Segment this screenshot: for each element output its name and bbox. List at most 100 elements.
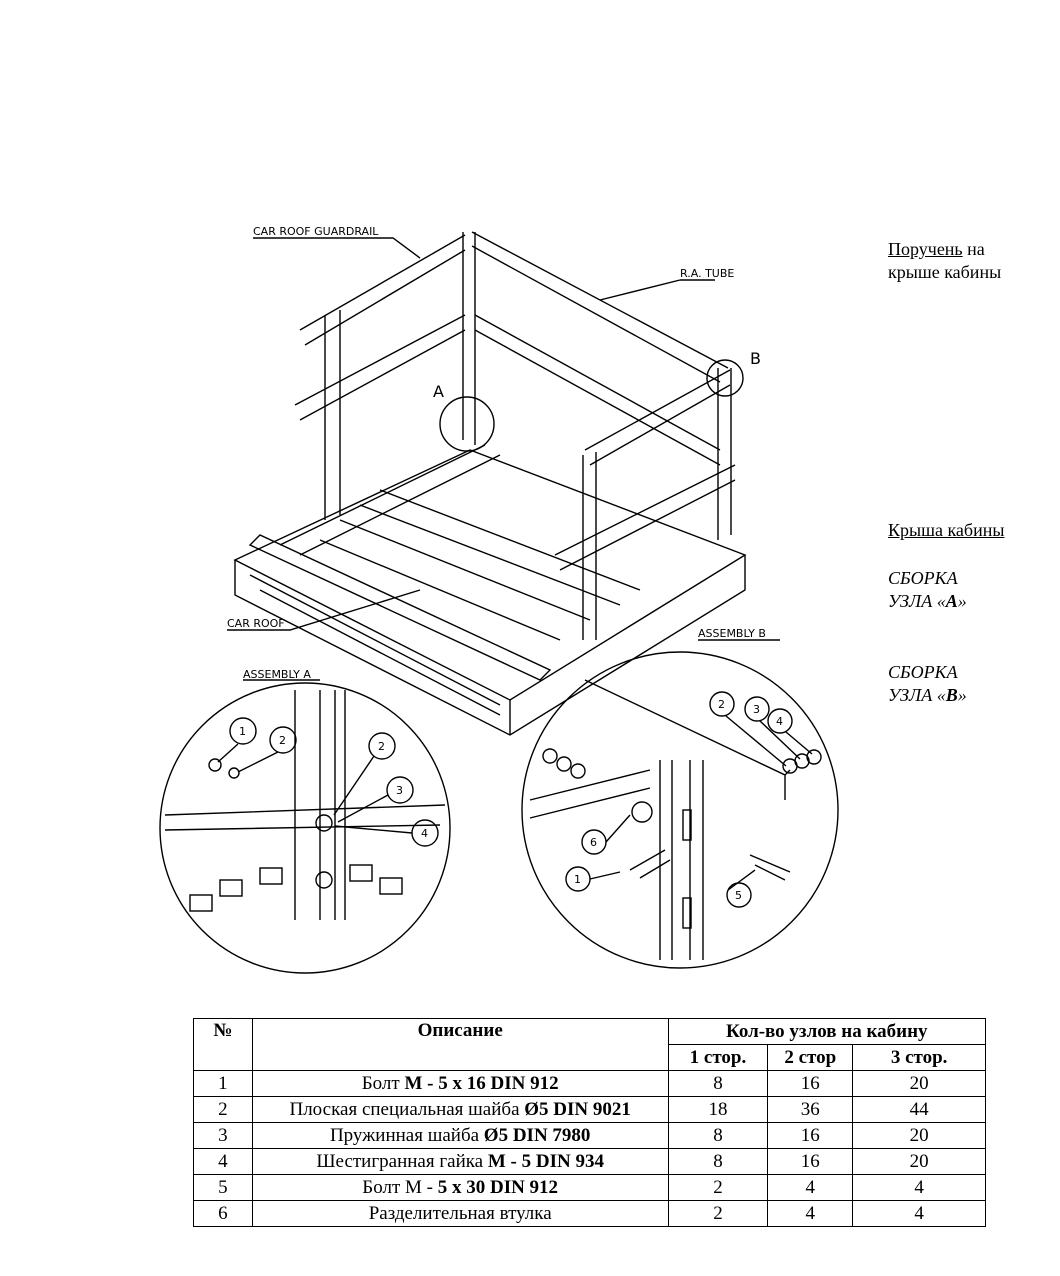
balloon-b-4: 4 xyxy=(776,715,783,728)
detail-circle-a xyxy=(439,396,495,452)
callout-assembly-a: СБОРКА УЗЛА «А» xyxy=(888,567,967,613)
balloon-b-1: 1 xyxy=(574,873,581,886)
row-desc-text: Болт М - xyxy=(362,1176,438,1198)
balloon-b-3: 3 xyxy=(753,703,760,716)
balloon-b-2: 2 xyxy=(718,698,725,711)
row-qty-3: 4 xyxy=(852,1200,986,1227)
row-qty-1: 8 xyxy=(667,1122,769,1149)
row-desc-bold: Ø5 DIN 9021 xyxy=(524,1098,631,1120)
row-num: 5 xyxy=(193,1174,253,1201)
row-desc-bold: 5 x 30 DIN 912 xyxy=(437,1176,559,1198)
row-qty-3: 44 xyxy=(852,1096,986,1123)
table-row: 4 Шестигранная гайка М - 5 DIN 934 8 16 … xyxy=(193,1148,986,1175)
row-num: 6 xyxy=(193,1200,253,1227)
callout-roof: Крыша кабины xyxy=(888,519,1004,542)
row-qty-2: 4 xyxy=(767,1200,854,1227)
label-detail-b: B xyxy=(750,349,761,368)
callout-assembly-b-end: » xyxy=(957,685,967,705)
table-row: 1 Болт М - 5 x 16 DIN 912 8 16 20 xyxy=(193,1070,986,1097)
balloon-a-2b: 2 xyxy=(378,740,385,753)
car-roof-platform xyxy=(233,449,747,701)
row-desc: Разделительная втулка xyxy=(251,1200,669,1227)
row-desc-bold: Ø5 DIN 7980 xyxy=(483,1124,591,1146)
row-qty-2: 4 xyxy=(767,1174,854,1201)
balloon-b-6: 6 xyxy=(590,836,597,849)
row-desc-text: Болт xyxy=(361,1072,405,1094)
header-desc: Описание xyxy=(251,1018,669,1071)
row-qty-1: 18 xyxy=(667,1096,769,1123)
row-qty-2: 16 xyxy=(767,1070,854,1097)
row-desc-text: Разделительная втулка xyxy=(368,1202,552,1224)
callout-assembly-b: СБОРКА УЗЛА «В» xyxy=(888,661,967,707)
callout-assembly-a-l2: УЗЛА « xyxy=(888,591,946,611)
header-qty: Кол-во узлов на кабину xyxy=(667,1018,987,1045)
balloon-a-2: 2 xyxy=(279,734,286,747)
row-desc: Плоская специальная шайба Ø5 DIN 9021 xyxy=(251,1096,669,1123)
row-desc: Болт М - 5 x 16 DIN 912 xyxy=(251,1070,669,1097)
parts-table: № Описание Кол-во узлов на кабину 1 стор… xyxy=(193,1018,987,1227)
balloon-a-4: 4 xyxy=(421,827,428,840)
row-qty-1: 8 xyxy=(667,1070,769,1097)
callout-handrail-rest1: на xyxy=(962,239,985,259)
guardrail-post-center xyxy=(462,232,476,445)
guardrail-post-left xyxy=(324,310,341,520)
header-side-3: 3 стор. xyxy=(852,1044,986,1071)
row-num: 3 xyxy=(193,1122,253,1149)
assembly-b-view xyxy=(521,651,839,969)
row-desc: Пружинная шайба Ø5 DIN 7980 xyxy=(251,1122,669,1149)
assembly-drawing: CAR ROOF GUARDRAIL R.A. TUBE CAR ROOF AS… xyxy=(159,225,839,974)
table-row: 2 Плоская специальная шайба Ø5 DIN 9021 … xyxy=(193,1096,986,1123)
label-detail-a: A xyxy=(433,382,444,401)
table-row: 5 Болт М - 5 x 30 DIN 912 2 4 4 xyxy=(193,1174,986,1201)
callout-assembly-b-letter: В xyxy=(945,685,958,705)
row-qty-3: 20 xyxy=(852,1070,986,1097)
row-qty-3: 4 xyxy=(852,1174,986,1201)
row-qty-1: 2 xyxy=(667,1200,769,1227)
row-desc-text: Пружинная шайба xyxy=(329,1124,484,1146)
assembly-a-view xyxy=(159,682,451,974)
row-desc-text: Шестигранная гайка xyxy=(316,1150,488,1172)
header-side-1: 1 стор. xyxy=(667,1044,769,1071)
guardrail-post-far xyxy=(717,368,732,540)
callout-assembly-b-l1: СБОРКА xyxy=(888,662,958,682)
ra-tube xyxy=(471,231,729,383)
balloon-a-3: 3 xyxy=(396,784,403,797)
callout-handrail-word: Поручень xyxy=(888,239,963,259)
balloon-a-1: 1 xyxy=(239,725,246,738)
row-qty-3: 20 xyxy=(852,1148,986,1175)
row-qty-2: 16 xyxy=(767,1122,854,1149)
row-qty-1: 2 xyxy=(667,1174,769,1201)
row-desc-bold: М - 5 DIN 934 xyxy=(487,1150,604,1172)
detail-circle-b xyxy=(706,359,744,397)
label-tube: R.A. TUBE xyxy=(680,267,734,280)
row-num: 1 xyxy=(193,1070,253,1097)
row-desc-bold: М - 5 x 16 DIN 912 xyxy=(404,1072,559,1094)
callout-roof-text: Крыша кабины xyxy=(888,520,1005,540)
row-qty-2: 16 xyxy=(767,1148,854,1175)
label-assembly-b: ASSEMBLY B xyxy=(698,627,766,640)
row-desc-text: Плоская специальная шайба xyxy=(289,1098,525,1120)
row-num: 4 xyxy=(193,1148,253,1175)
row-desc: Болт М - 5 x 30 DIN 912 xyxy=(251,1174,669,1201)
row-desc: Шестигранная гайка М - 5 DIN 934 xyxy=(251,1148,669,1175)
callout-assembly-a-letter: А xyxy=(945,591,958,611)
row-qty-1: 8 xyxy=(667,1148,769,1175)
label-guardrail: CAR ROOF GUARDRAIL xyxy=(253,225,379,238)
balloon-b-5: 5 xyxy=(735,889,742,902)
callout-assembly-b-l2: УЗЛА « xyxy=(888,685,946,705)
guardrail-top-rail xyxy=(299,234,466,346)
row-qty-3: 20 xyxy=(852,1122,986,1149)
callout-assembly-a-end: » xyxy=(957,591,967,611)
row-qty-2: 36 xyxy=(767,1096,854,1123)
table-row: 3 Пружинная шайба Ø5 DIN 7980 8 16 20 xyxy=(193,1122,986,1149)
callout-handrail-rest2: крыше кабины xyxy=(888,262,1002,282)
label-assembly-a: ASSEMBLY A xyxy=(243,668,311,681)
table-row: 6 Разделительная втулка 2 4 4 xyxy=(193,1200,986,1227)
label-car-roof: CAR ROOF xyxy=(227,617,285,630)
header-num: № xyxy=(193,1018,253,1071)
header-side-2: 2 стор xyxy=(767,1044,854,1071)
callout-handrail: Поручень на крыше кабины xyxy=(888,238,1001,284)
callout-assembly-a-l1: СБОРКА xyxy=(888,568,958,588)
row-num: 2 xyxy=(193,1096,253,1123)
guardrail-post-right xyxy=(582,452,597,640)
